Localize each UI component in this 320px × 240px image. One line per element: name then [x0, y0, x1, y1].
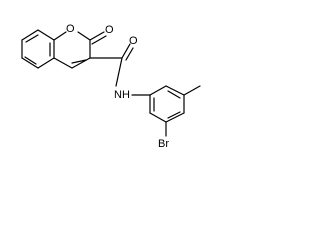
amide-oxygen-label: O	[129, 35, 138, 47]
amide-group	[89, 43, 151, 96]
ring-oxygen-label: O	[66, 23, 75, 35]
lactone-oxygen-label: O	[105, 24, 114, 36]
pyrone-ring	[53, 31, 107, 69]
bromine-label: Br	[158, 138, 169, 150]
benzo-ring	[21, 29, 55, 69]
amide-nitrogen-label: NH	[114, 89, 130, 101]
structure-diagram: O O O NH Br	[21, 23, 201, 150]
aryl-ring	[149, 85, 201, 137]
